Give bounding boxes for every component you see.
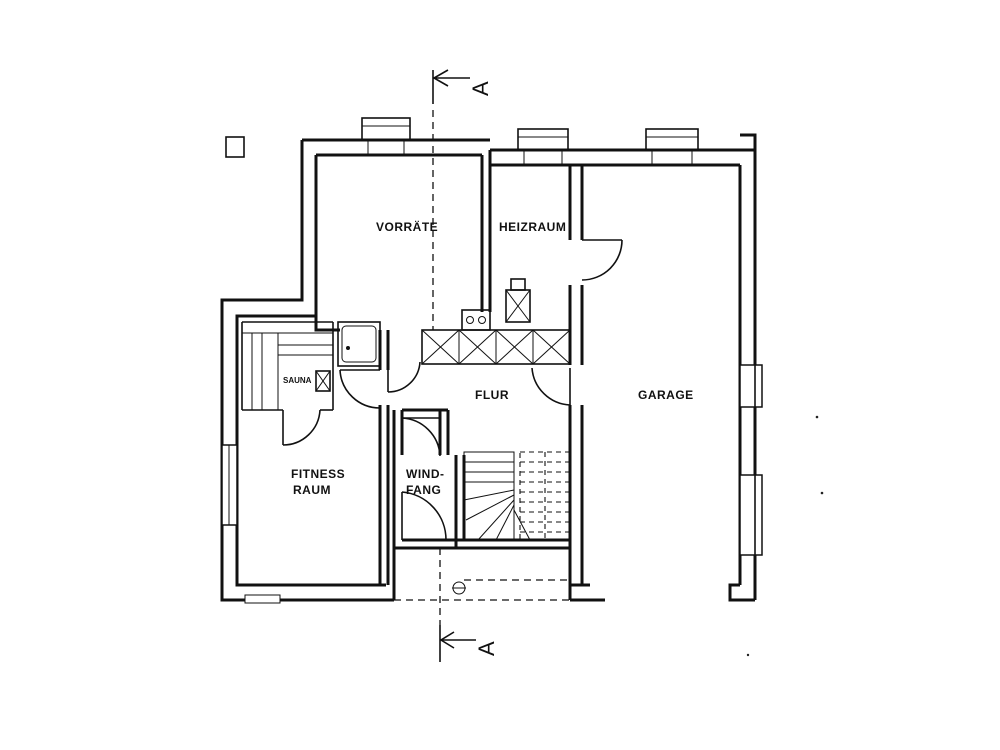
room-label-windfang-2: FANG <box>406 483 441 497</box>
window-left-fitness <box>221 444 238 526</box>
boiler-icon <box>505 278 531 323</box>
door-flur-vorraete <box>387 361 421 393</box>
door-sauna <box>282 409 321 446</box>
window-right-garage <box>739 364 763 556</box>
room-label-sauna: SAUNA <box>283 376 312 385</box>
section-label-bottom: A <box>474 641 499 656</box>
entrance-light-icon <box>452 581 466 595</box>
sauna-heater-icon <box>315 370 331 392</box>
window-bottom-fitness <box>244 594 281 604</box>
section-marker-top: A <box>432 69 493 104</box>
door-flur-garage <box>531 367 571 406</box>
window-top-garage <box>645 128 699 165</box>
section-marker-bottom: A <box>439 625 499 662</box>
room-label-vorraete: VORRÄTE <box>376 219 438 234</box>
stove-icon <box>461 309 491 331</box>
room-label-fitness-2: RAUM <box>293 483 331 497</box>
room-label-fitness-1: FITNESS <box>291 467 345 481</box>
room-label-windfang-1: WIND- <box>406 467 445 481</box>
door-windfang-flur <box>401 417 441 457</box>
door-flur-fitness <box>339 369 381 409</box>
section-label-top: A <box>468 81 493 96</box>
chimney-symbol <box>225 136 245 158</box>
door-entrance <box>401 491 447 541</box>
room-label-flur: FLUR <box>475 388 509 402</box>
window-top-vorraete <box>361 117 411 155</box>
staircase <box>463 451 571 541</box>
door-heizraum-garage <box>581 239 623 281</box>
room-label-garage: GARAGE <box>638 388 694 402</box>
shower-icon <box>337 321 381 367</box>
window-top-heizraum <box>517 128 569 165</box>
room-label-heizraum: HEIZRAUM <box>499 220 566 234</box>
storage-shelf <box>421 329 571 365</box>
